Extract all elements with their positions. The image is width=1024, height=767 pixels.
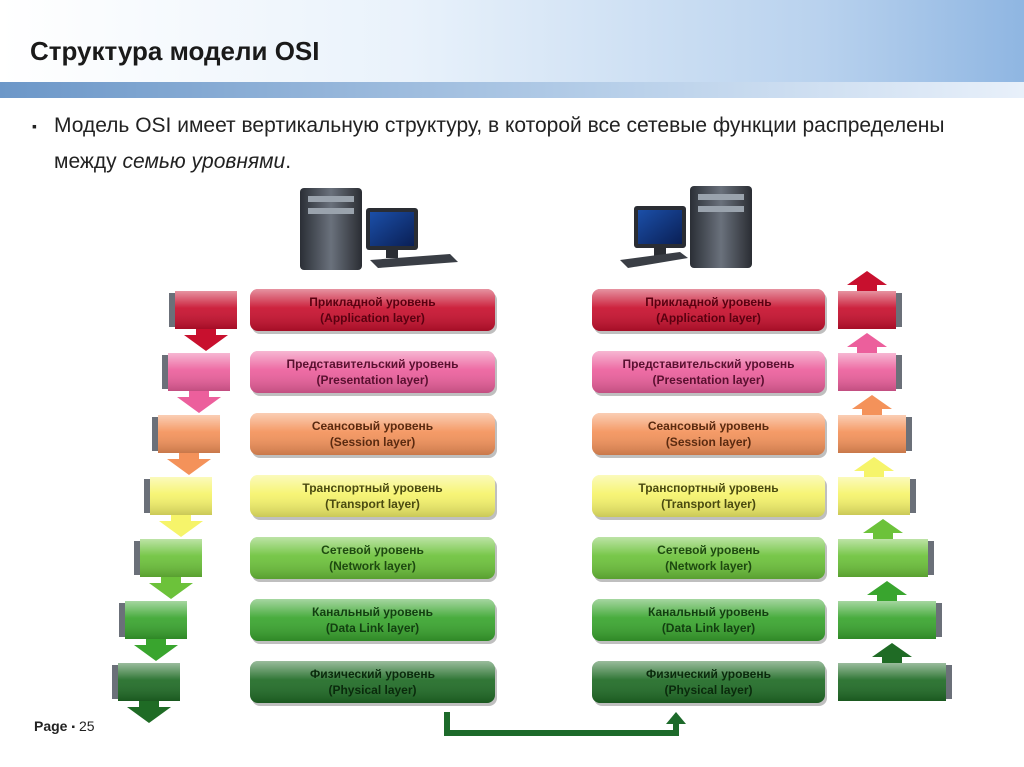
right-layer-name-ru: Сетевой уровень bbox=[657, 543, 760, 557]
left-layer-name-en: (Network layer) bbox=[329, 559, 416, 573]
up-arrow-icon bbox=[838, 519, 934, 577]
physical-link-arrow bbox=[444, 712, 686, 736]
bullet-text-emphasis: семью уровнями bbox=[122, 150, 286, 173]
down-arrow-icon bbox=[152, 415, 220, 475]
right-layer-name-ru: Прикладной уровень bbox=[645, 295, 771, 309]
up-arrow-icon bbox=[838, 333, 902, 391]
right-layer-name-en: (Application layer) bbox=[656, 311, 761, 325]
right-layer-name-en: (Network layer) bbox=[665, 559, 752, 573]
down-arrow-icon bbox=[119, 601, 187, 661]
up-arrow-icon bbox=[838, 457, 916, 515]
slide-title: Структура модели OSI bbox=[30, 36, 320, 66]
left-layer-name-ru: Представительский уровень bbox=[286, 357, 458, 371]
page-footer: Page▪25 bbox=[34, 718, 95, 734]
left-layer-name-ru: Сетевой уровень bbox=[321, 543, 424, 557]
right-layer-3: Сеансовый уровень (Session layer) bbox=[592, 413, 827, 458]
left-layer-4: Транспортный уровень (Transport layer) bbox=[250, 475, 497, 520]
left-layer-name-en: (Presentation layer) bbox=[316, 373, 428, 387]
right-layer-name-ru: Транспортный уровень bbox=[638, 481, 778, 495]
bullet-marker: ▪ bbox=[32, 118, 37, 134]
right-layer-5: Сетевой уровень (Network layer) bbox=[592, 537, 827, 582]
left-layer-name-en: (Session layer) bbox=[330, 435, 415, 449]
bullet-text-end: . bbox=[285, 150, 292, 173]
right-layer-name-ru: Физический уровень bbox=[646, 667, 771, 681]
left-layer-5: Сетевой уровень (Network layer) bbox=[250, 537, 497, 582]
right-layer-name-en: (Transport layer) bbox=[661, 497, 756, 511]
left-layer-stack: Прикладной уровень (Application layer) Пре… bbox=[250, 289, 497, 706]
left-layer-name-ru: Сеансовый уровень bbox=[312, 419, 433, 433]
page-label: Page bbox=[34, 718, 68, 734]
right-layer-name-en: (Session layer) bbox=[666, 435, 751, 449]
right-layer-6: Канальный уровень (Data Link layer) bbox=[592, 599, 827, 644]
left-layer-3: Сеансовый уровень (Session layer) bbox=[250, 413, 497, 458]
right-layer-name-ru: Сеансовый уровень bbox=[648, 419, 769, 433]
right-layer-1: Прикладной уровень (Application layer) bbox=[592, 289, 827, 334]
up-arrow-icon bbox=[838, 643, 952, 701]
up-arrow-icon bbox=[838, 581, 942, 639]
right-up-arrows bbox=[838, 271, 952, 701]
down-arrow-icon bbox=[162, 353, 230, 413]
left-layer-name-ru: Физический уровень bbox=[310, 667, 435, 681]
left-layer-1: Прикладной уровень (Application layer) bbox=[250, 289, 497, 334]
right-layer-2: Представительский уровень (Presentation l… bbox=[592, 351, 827, 396]
header-band bbox=[0, 0, 1024, 82]
footer-separator: ▪ bbox=[71, 722, 76, 733]
right-layer-name-en: (Presentation layer) bbox=[652, 373, 764, 387]
left-layer-name-en: (Physical layer) bbox=[328, 683, 416, 697]
left-computer-icon bbox=[300, 188, 458, 270]
left-layer-name-en: (Transport layer) bbox=[325, 497, 420, 511]
left-layer-name-ru: Канальный уровень bbox=[312, 605, 433, 619]
right-layer-4: Транспортный уровень (Transport layer) bbox=[592, 475, 827, 520]
right-layer-7: Физический уровень (Physical layer) bbox=[592, 661, 827, 706]
right-computer-icon bbox=[620, 186, 752, 268]
down-arrow-icon bbox=[134, 539, 202, 599]
right-layer-name-ru: Представительский уровень bbox=[622, 357, 794, 371]
left-layer-name-ru: Транспортный уровень bbox=[302, 481, 442, 495]
left-layer-2: Представительский уровень (Presentation l… bbox=[250, 351, 497, 396]
left-down-arrows bbox=[112, 291, 237, 723]
right-layer-stack: Прикладной уровень (Application layer) Пре… bbox=[592, 289, 827, 706]
bullet-text: Модель OSI имеет вертикальную структуру,… bbox=[54, 108, 954, 180]
left-layer-name-en: (Data Link layer) bbox=[326, 621, 419, 635]
down-arrow-icon bbox=[144, 477, 212, 537]
right-layer-name-en: (Physical layer) bbox=[664, 683, 752, 697]
left-layer-name-en: (Application layer) bbox=[320, 311, 425, 325]
header-divider bbox=[0, 82, 1024, 98]
up-arrow-icon bbox=[838, 395, 912, 453]
left-layer-name-ru: Прикладной уровень bbox=[309, 295, 435, 309]
up-arrow-icon bbox=[838, 271, 902, 329]
down-arrow-icon bbox=[112, 663, 180, 723]
page-number: 25 bbox=[79, 718, 95, 734]
right-layer-name-en: (Data Link layer) bbox=[662, 621, 755, 635]
down-arrow-icon bbox=[169, 291, 237, 351]
left-layer-7: Физический уровень (Physical layer) bbox=[250, 661, 497, 706]
bullet-text-plain: Модель OSI имеет вертикальную структуру,… bbox=[54, 114, 945, 173]
right-layer-name-ru: Канальный уровень bbox=[648, 605, 769, 619]
left-layer-6: Канальный уровень (Data Link layer) bbox=[250, 599, 497, 644]
